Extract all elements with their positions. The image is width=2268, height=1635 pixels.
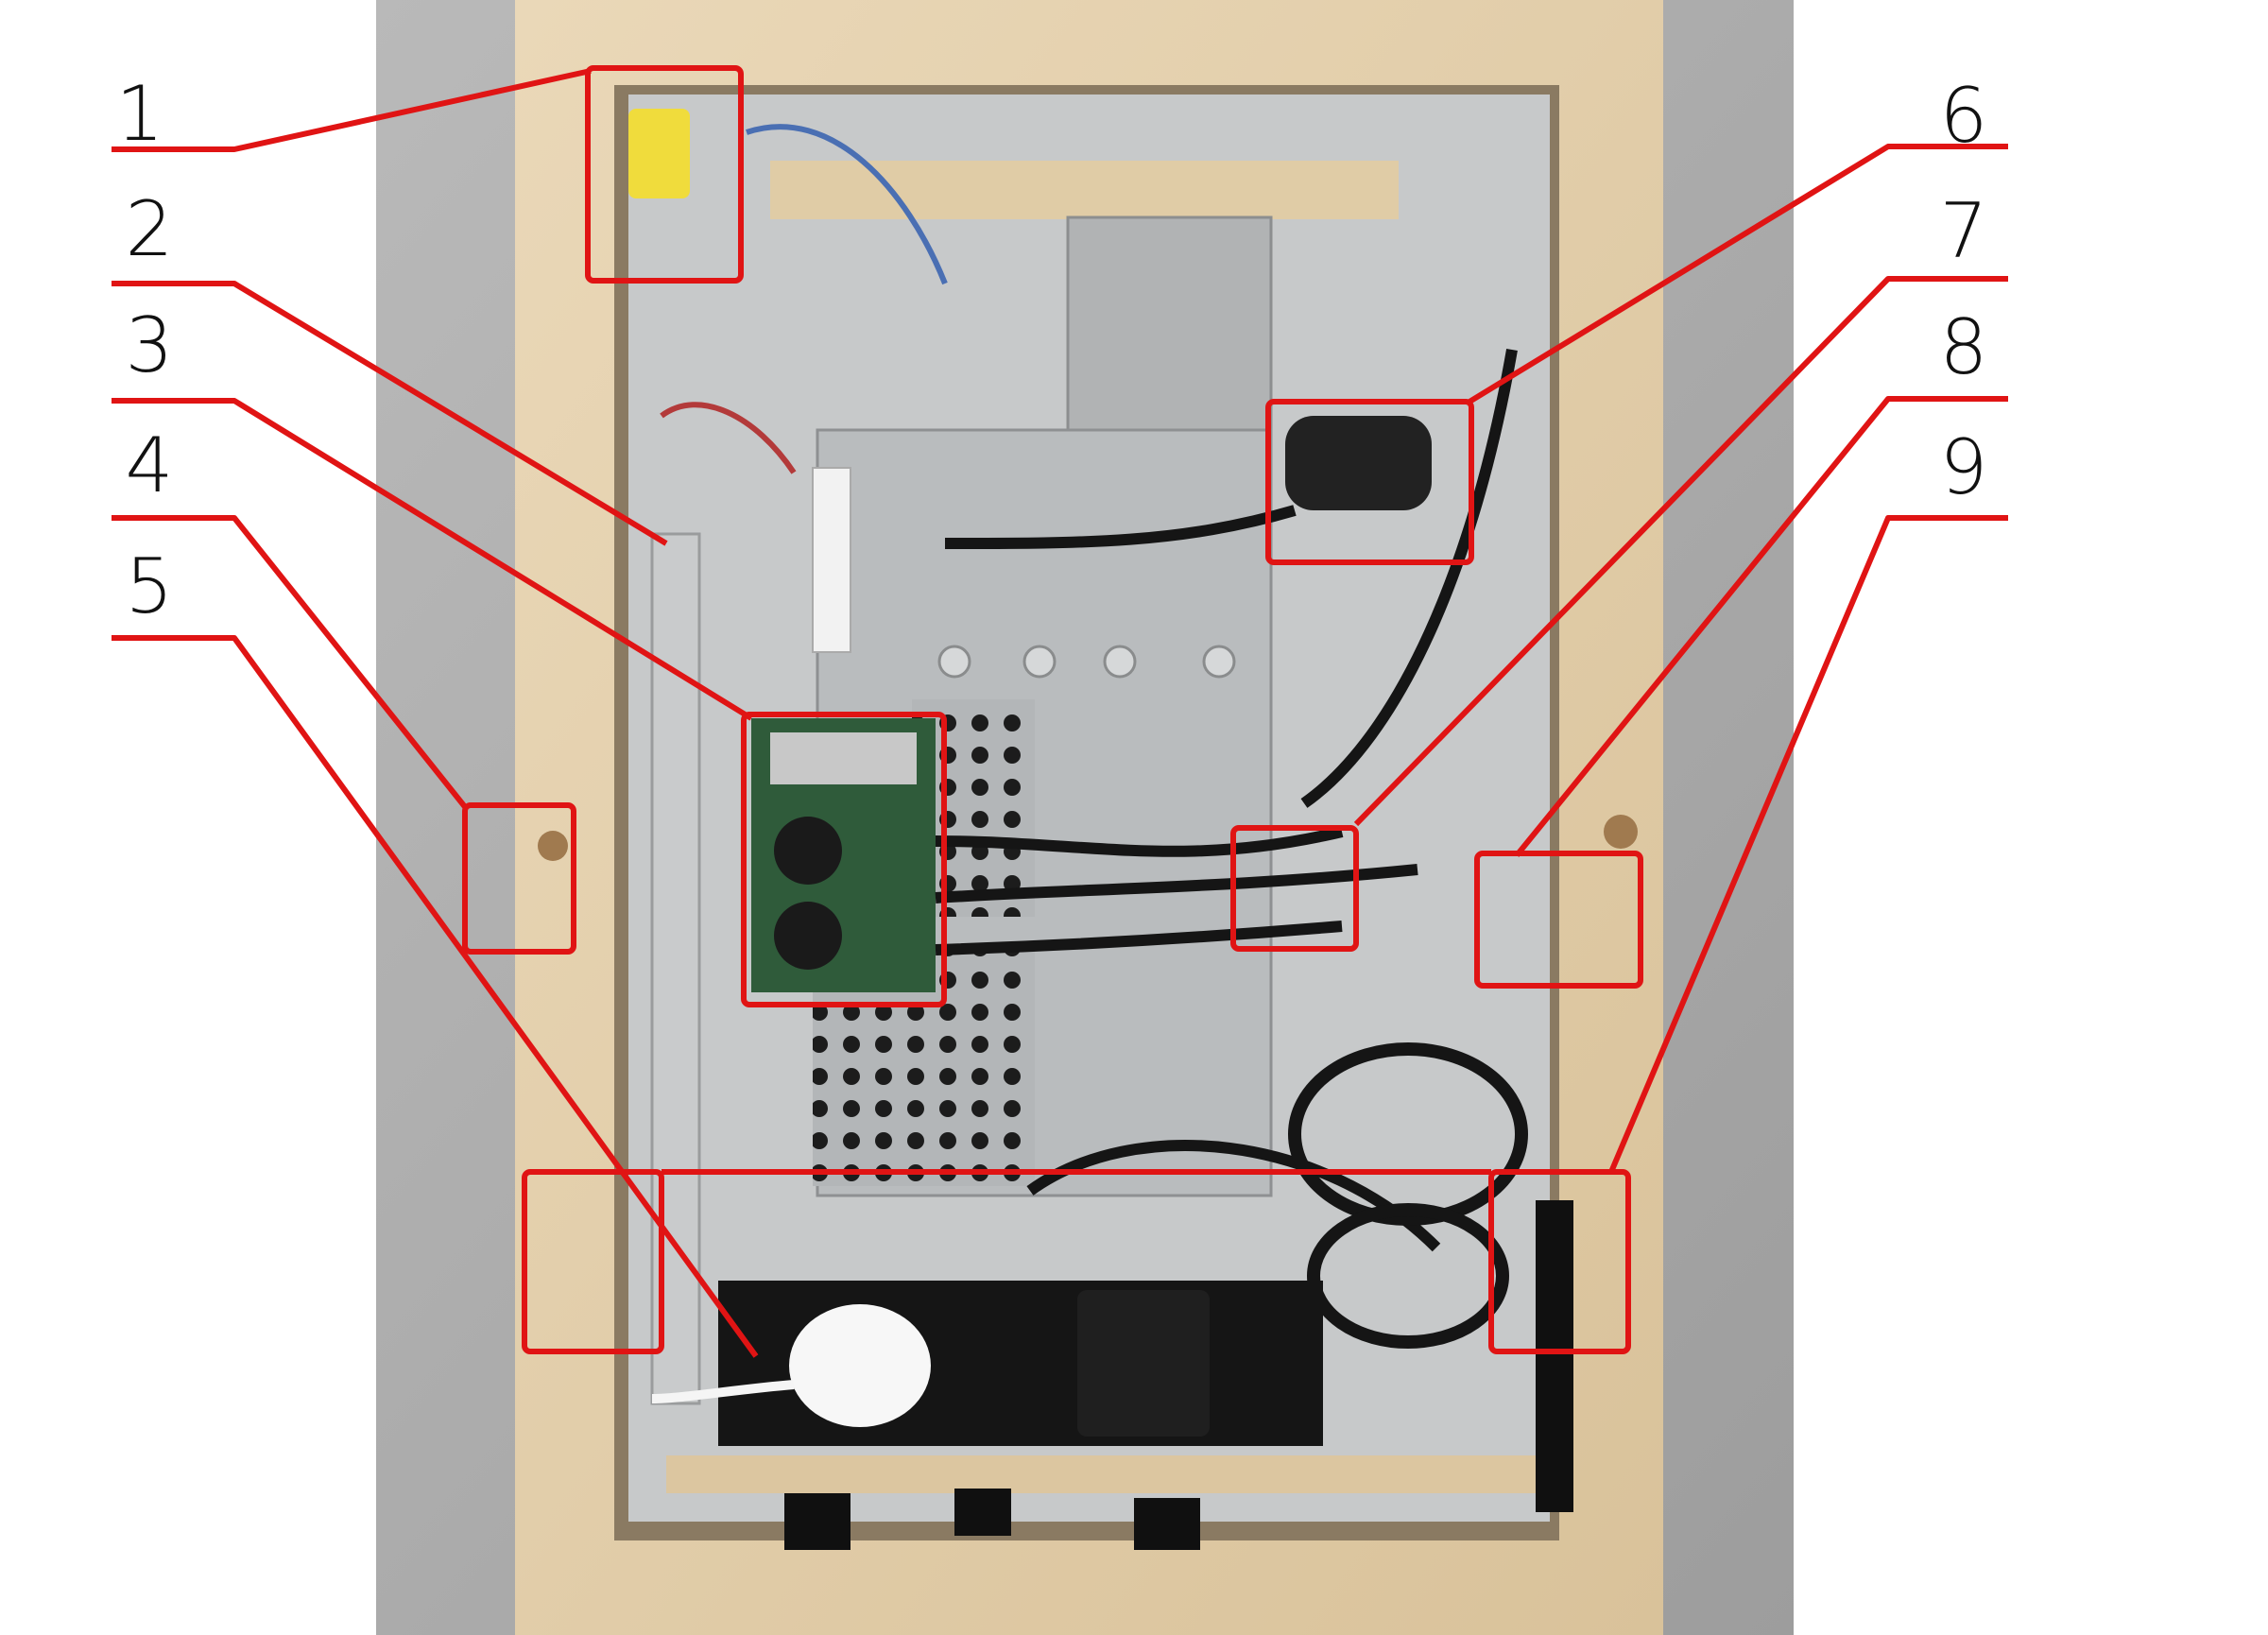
- highlight-box-right-frame-screw: [1474, 851, 1643, 989]
- black-cable: [1300, 348, 1518, 808]
- highlight-box-remote-button: [1265, 399, 1474, 565]
- black-cable: [935, 826, 1344, 857]
- annotation-overlay: [112, 65, 2008, 1358]
- blue-wire: [746, 124, 948, 285]
- cable-coil: [1288, 1042, 1528, 1226]
- black-cable: [944, 505, 1297, 549]
- black-tape: [1536, 1200, 1573, 1512]
- red-wire: [660, 402, 797, 474]
- photo: [376, 0, 1794, 1635]
- leader-line-5: [112, 635, 759, 1358]
- screw: [1103, 645, 1137, 679]
- callout-label-9: 9: [1940, 423, 1988, 511]
- metal-bracket: [1066, 215, 1273, 437]
- callout-label-5: 5: [126, 542, 174, 630]
- callout-label-1: 1: [116, 70, 164, 158]
- remote-box: [1285, 416, 1432, 510]
- black-tape: [784, 1493, 850, 1550]
- leader-line-9: [1608, 515, 2008, 1174]
- highlight-box-raspberry-pi: [741, 712, 947, 1007]
- black-cable: [935, 921, 1343, 955]
- white-cable: [651, 1380, 795, 1403]
- leader-line-4: [112, 515, 469, 810]
- highlight-box-bottom-right-mount: [1488, 1169, 1631, 1354]
- screw: [937, 645, 971, 679]
- callout-label-6: 6: [1940, 72, 1988, 160]
- yellow-connector: [628, 109, 690, 198]
- callout-label-7: 7: [1940, 187, 1988, 275]
- highlight-box-cable-clip: [1230, 825, 1359, 952]
- highlight-box-connector-block: [585, 65, 744, 284]
- screw: [1202, 645, 1236, 679]
- black-tape: [954, 1489, 1011, 1536]
- leader-line-2: [112, 281, 668, 546]
- callout-label-3: 3: [126, 301, 174, 389]
- fan: [774, 817, 842, 885]
- bottom-wood-bar: [666, 1455, 1555, 1493]
- top-wood-bar: [770, 161, 1399, 219]
- cable-coil: [1307, 1203, 1509, 1349]
- pi-power-supply: [1077, 1290, 1210, 1437]
- screw: [1022, 645, 1057, 679]
- leader-line-6: [1468, 144, 2008, 404]
- callout-labels: 1 2 3 4 5 6 7 8 9: [116, 70, 1988, 630]
- leader-line-3: [112, 398, 753, 721]
- black-tape: [1134, 1498, 1200, 1550]
- leader-line-1: [112, 68, 592, 152]
- callout-label-4: 4: [126, 422, 174, 509]
- wood-knot: [1604, 815, 1638, 849]
- terminal-block: [812, 467, 851, 653]
- highlight-box-left-frame-screw: [462, 802, 576, 955]
- wood-knot: [538, 831, 568, 861]
- usb-ports: [770, 732, 917, 784]
- fan: [774, 902, 842, 970]
- leader-line-7: [1353, 276, 2008, 827]
- callout-label-2: 2: [126, 185, 174, 273]
- white-plug-body: [789, 1304, 931, 1427]
- callout-label-8: 8: [1940, 303, 1988, 391]
- black-cable: [935, 864, 1418, 904]
- highlight-box-white-plug: [522, 1169, 664, 1354]
- leader-line-8: [1514, 396, 2008, 857]
